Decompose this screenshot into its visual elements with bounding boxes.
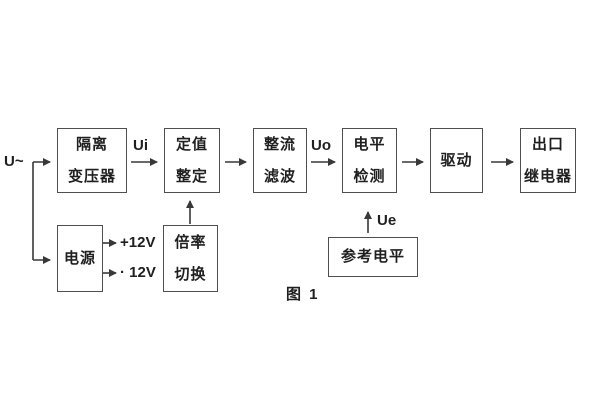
block-output-relay: 出口 继电器 [520, 128, 576, 193]
block-line: 整定 [175, 167, 208, 185]
label-ue: Ue [377, 212, 397, 229]
block-line: 切换 [174, 265, 207, 283]
label-minus-12v: · 12V [120, 264, 156, 281]
block-line: 电源 [63, 249, 96, 267]
block-line: 检测 [353, 167, 386, 185]
block-line: 出口 [531, 135, 564, 153]
label-ui: Ui [133, 137, 148, 154]
block-line: 滤波 [263, 167, 296, 185]
block-line: 定值 [175, 135, 208, 153]
block-line: 变压器 [67, 167, 116, 185]
block-line: 电平 [353, 135, 386, 153]
block-power-supply: 电源 [57, 225, 103, 292]
block-isolation-transformer: 隔离 变压器 [57, 128, 127, 193]
label-uo: Uo [311, 137, 331, 154]
block-level-detect: 电平 检测 [342, 128, 397, 193]
block-rectifier-filter: 整流 滤波 [253, 128, 307, 193]
figure-caption: 图 1 [286, 286, 320, 303]
block-line: 参考电平 [340, 248, 405, 265]
label-input-u: U~ [4, 153, 24, 170]
block-reference-level: 参考电平 [328, 237, 418, 277]
block-driver: 驱动 [430, 128, 483, 193]
block-setting-adjust: 定值 整定 [164, 128, 220, 193]
block-line: 隔离 [75, 135, 108, 153]
label-plus-12v: +12V [120, 234, 156, 251]
block-ratio-switch: 倍率 切换 [163, 225, 218, 292]
block-line: 整流 [263, 135, 296, 153]
block-line: 继电器 [523, 167, 572, 185]
block-line: 驱动 [440, 151, 473, 169]
block-line: 倍率 [174, 233, 207, 251]
